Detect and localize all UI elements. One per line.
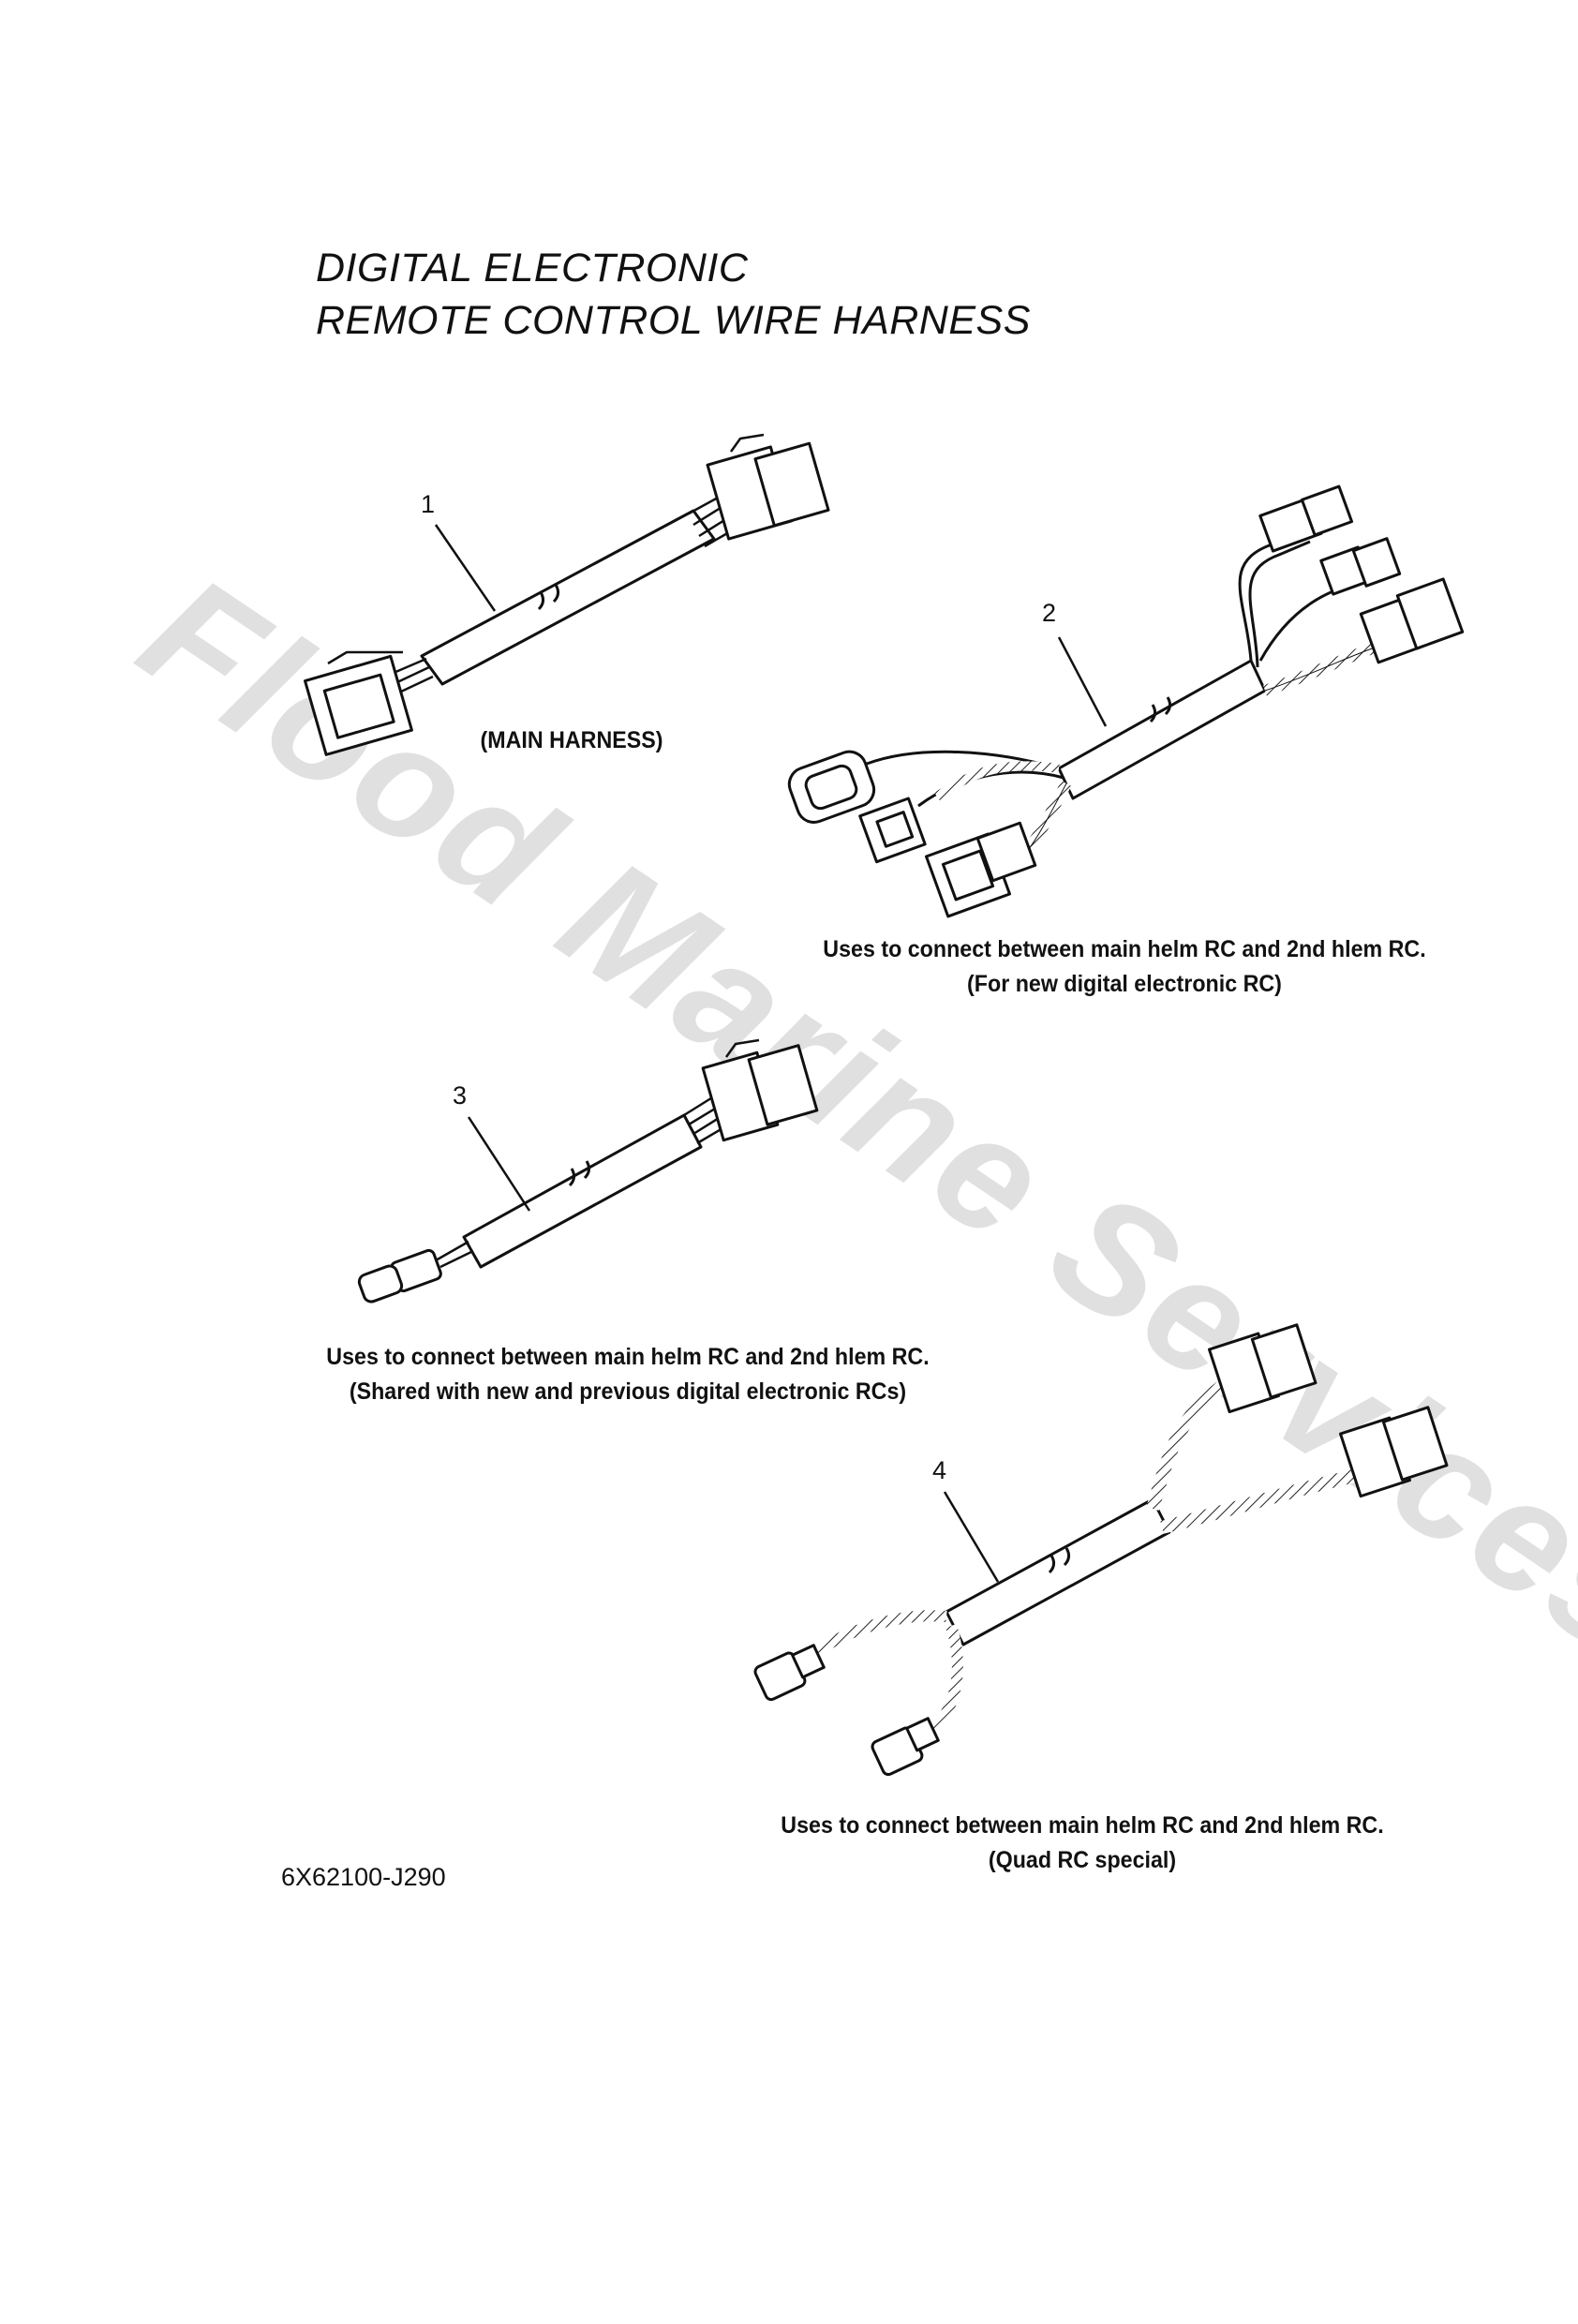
caption-3-line-2: (Shared with new and previous digital el…: [349, 1378, 907, 1405]
figure-code: 6X62100-J290: [281, 1863, 446, 1891]
caption-1: (MAIN HARNESS): [476, 723, 668, 758]
harness-3: [357, 1038, 819, 1304]
part-number-4: 4: [932, 1456, 946, 1484]
title-line-2: REMOTE CONTROL WIRE HARNESS: [316, 298, 1031, 343]
caption-3-line-1: Uses to connect between main helm RC and…: [326, 1344, 930, 1370]
part-number-3: 3: [453, 1081, 467, 1110]
part-number-1: 1: [421, 490, 435, 518]
caption-3: Uses to connect between main helm RC and…: [261, 1340, 993, 1409]
harness-1: [304, 433, 830, 756]
caption-4-line-2: (Quad RC special): [988, 1847, 1177, 1873]
part-number-2: 2: [1042, 599, 1056, 627]
caption-2: Uses to connect between main helm RC and…: [758, 932, 1490, 1002]
caption-2-line-2: (For new digital electronic RC): [967, 971, 1282, 997]
title-line-1: DIGITAL ELECTRONIC: [316, 246, 749, 290]
harness-4: [753, 1323, 1449, 1777]
caption-4: Uses to connect between main helm RC and…: [716, 1809, 1448, 1878]
caption-2-line-1: Uses to connect between main helm RC and…: [823, 936, 1426, 962]
caption-4-line-1: Uses to connect between main helm RC and…: [781, 1812, 1384, 1839]
caption-1-line-1: (MAIN HARNESS): [480, 727, 663, 753]
harness-2: [787, 484, 1465, 918]
